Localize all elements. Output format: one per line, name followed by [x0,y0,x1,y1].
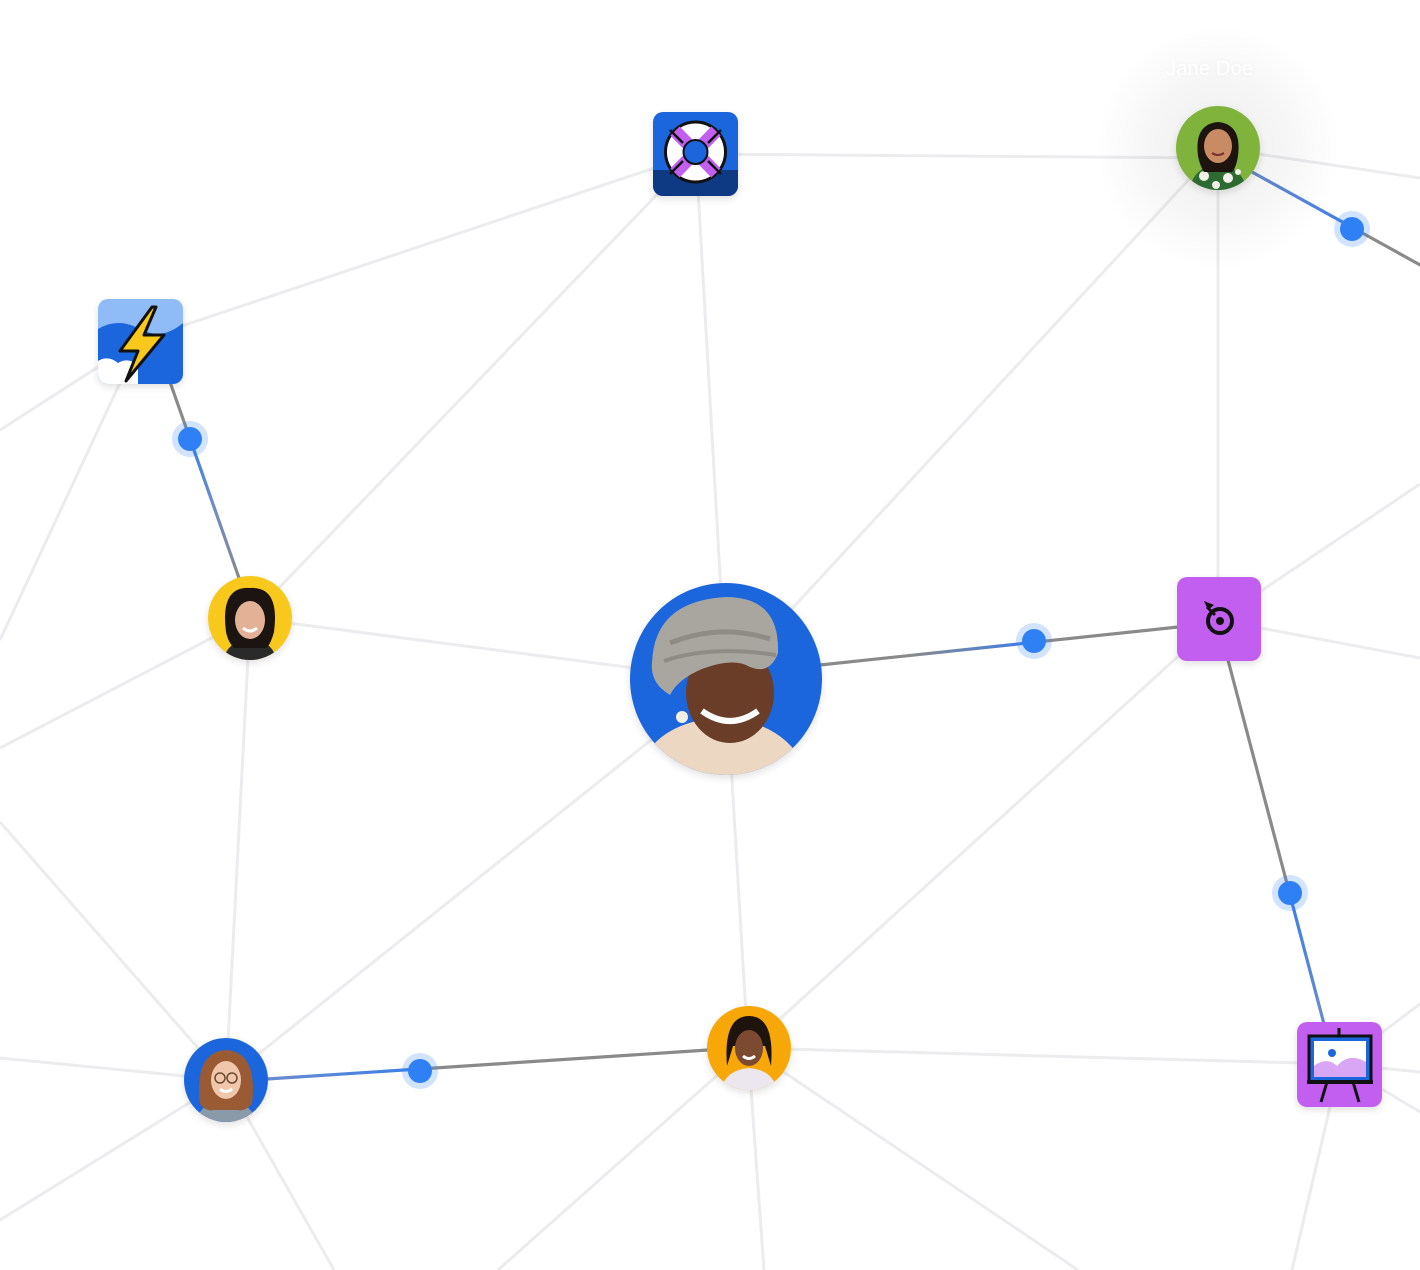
edge [139,152,697,342]
hover-name-label: Jane Doe [1166,58,1254,80]
lifebuoy-icon [653,112,738,196]
pulse-dot [1022,629,1046,653]
pulse-dot [1278,881,1302,905]
app-node-lifebuoy[interactable] [653,112,738,196]
avatar-blue-small [184,1038,268,1122]
connection-jane-right [1250,170,1420,267]
app-node-lightning[interactable] [98,299,183,384]
avatar-green [1176,106,1260,190]
connection-target-easel [1226,658,1326,1026]
edge [225,678,727,1082]
edge [0,339,142,641]
avatar-blue-large [630,583,822,775]
pulse-dots [172,211,1370,1089]
app-node-easel[interactable] [1297,1022,1382,1107]
avatar-yellow [208,576,292,660]
connection-blue-orange [265,1048,710,1081]
edge [0,1078,227,1222]
easel-icon [1297,1022,1382,1107]
edge [0,616,251,750]
edge [695,152,1219,160]
target-icon [1177,577,1261,661]
edge [224,617,252,1081]
person-node-jane-doe[interactable] [1176,106,1260,190]
edge [497,1046,749,1270]
person-node-center[interactable] [630,583,822,775]
person-node-orange[interactable] [707,1006,791,1090]
person-node-yellow[interactable] [208,576,292,660]
edge [746,618,1220,1050]
connection-lightning-yellow [168,380,241,580]
edge [0,821,228,1081]
edge [747,1046,1079,1270]
edge [724,146,1220,682]
pulse-dot [178,427,202,451]
edge [747,1046,1341,1066]
pulse-dot [408,1059,432,1083]
faint-edges [0,146,1420,1270]
lightning-icon [98,299,183,384]
app-node-target[interactable] [1177,577,1261,661]
edge [248,152,698,620]
person-node-blue-small[interactable] [184,1038,268,1122]
active-connections [168,170,1420,1081]
avatar-orange [707,1006,791,1090]
connection-center-target [818,625,1180,667]
pulse-dot [1340,217,1364,241]
